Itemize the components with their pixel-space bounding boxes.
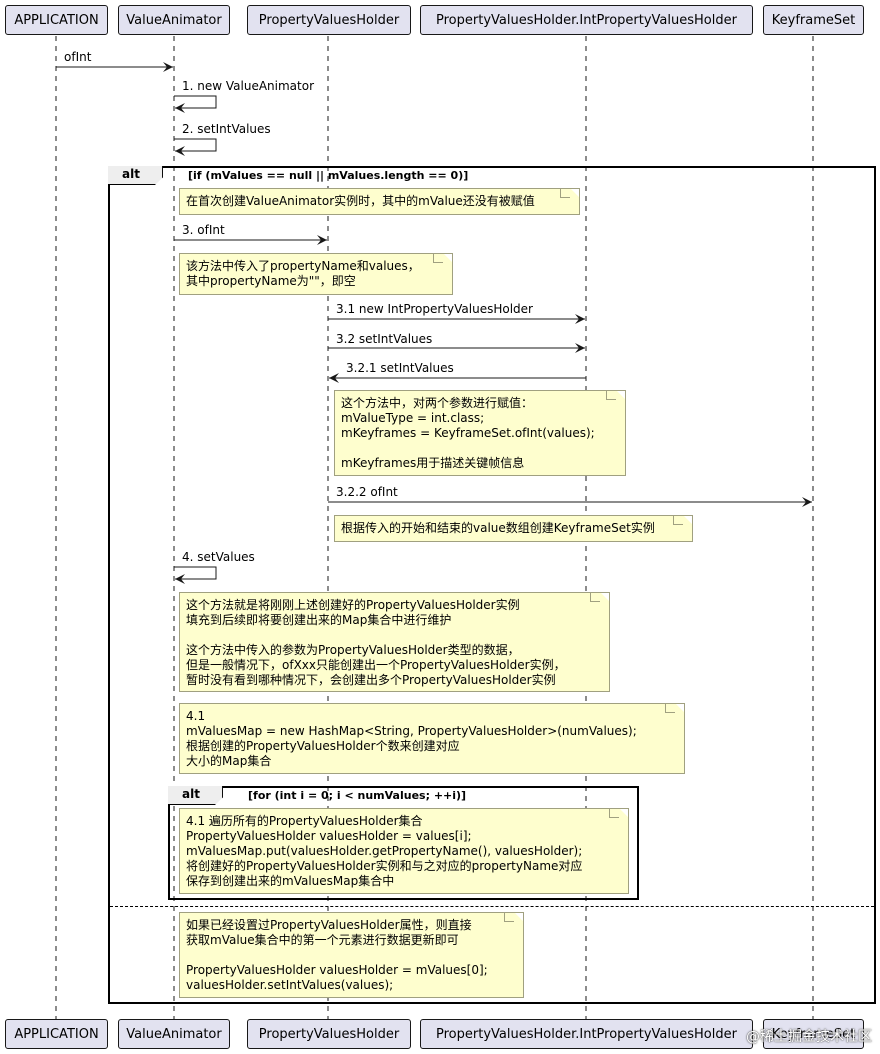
alt-keyword-outer: alt (108, 166, 163, 185)
message-label-setvalues: 4. setValues (182, 550, 255, 564)
arrow-new-valueanimator (174, 95, 217, 113)
alt-frame-outer: alt [if (mValues == null || mValues.leng… (108, 166, 876, 1004)
note-setvalues-detail: 这个方法就是将刚刚上述创建好的PropertyValuesHolder实例 填充… (179, 592, 610, 692)
message-label-3-1: 3.1 new IntPropertyValuesHolder (336, 302, 533, 316)
participant-application-bottom: APPLICATION (5, 1019, 108, 1049)
message-label-3-2-2: 3.2.2 ofInt (336, 485, 398, 499)
note-loop-put: 4.1 遍历所有的PropertyValuesHolder集合 Property… (179, 808, 629, 894)
message-label-setintvalues: 2. setIntValues (182, 122, 271, 136)
message-label-new-valueanimator: 1. new ValueAnimator (182, 79, 315, 93)
note-setintvalues-detail: 这个方法中，对两个参数进行赋值： mValueType = int.class;… (334, 390, 626, 476)
alt-guard-inner: [for (int i = 0; i < numValues; ++i)] (248, 789, 467, 802)
note-hashmap-create: 4.1 mValuesMap = new HashMap<String, Pro… (179, 703, 685, 774)
participant-keyframeset-bottom: KeyframeSet (763, 1019, 864, 1049)
alt-guard-outer: [if (mValues == null || mValues.length =… (188, 169, 469, 182)
participant-propertyvaluesholder-top: PropertyValuesHolder (247, 5, 411, 35)
alt-keyword-inner: alt (168, 786, 223, 805)
participant-valueanimator-bottom: ValueAnimator (118, 1019, 230, 1049)
arrow-setintvalues (174, 138, 217, 156)
participant-intpropertyvaluesholder-top: PropertyValuesHolder.IntPropertyValuesHo… (420, 5, 753, 35)
arrow-setvalues (174, 566, 217, 584)
participant-intpropertyvaluesholder-bottom: PropertyValuesHolder.IntPropertyValuesHo… (420, 1019, 753, 1049)
participant-keyframeset-top: KeyframeSet (763, 5, 864, 35)
participant-propertyvaluesholder-bottom: PropertyValuesHolder (247, 1019, 411, 1049)
note-ofint-params: 该方法中传入了propertyName和values， 其中propertyNa… (179, 253, 453, 295)
note-keyframeset-create: 根据传入的开始和结束的value数组创建KeyframeSet实例 (334, 515, 693, 542)
alt-frame-inner: alt [for (int i = 0; i < numValues; ++i)… (168, 786, 639, 900)
message-label-3-2-1: 3.2.1 setIntValues (346, 361, 454, 375)
note-mvalue-unassigned: 在首次创建ValueAnimator实例时，其中的mValue还没有被赋值 (179, 188, 580, 215)
participant-valueanimator-top: ValueAnimator (118, 5, 230, 35)
participant-application-top: APPLICATION (5, 5, 108, 35)
watermark: @稀土掘金技术社区 (746, 1029, 872, 1045)
note-else-branch: 如果已经设置过PropertyValuesHolder属性，则直接 获取mVal… (179, 912, 524, 998)
message-label-3-ofint: 3. ofInt (182, 223, 225, 237)
message-label-3-2: 3.2 setIntValues (336, 332, 433, 346)
alt-separator (110, 906, 874, 907)
message-label-ofint: ofInt (64, 50, 92, 64)
